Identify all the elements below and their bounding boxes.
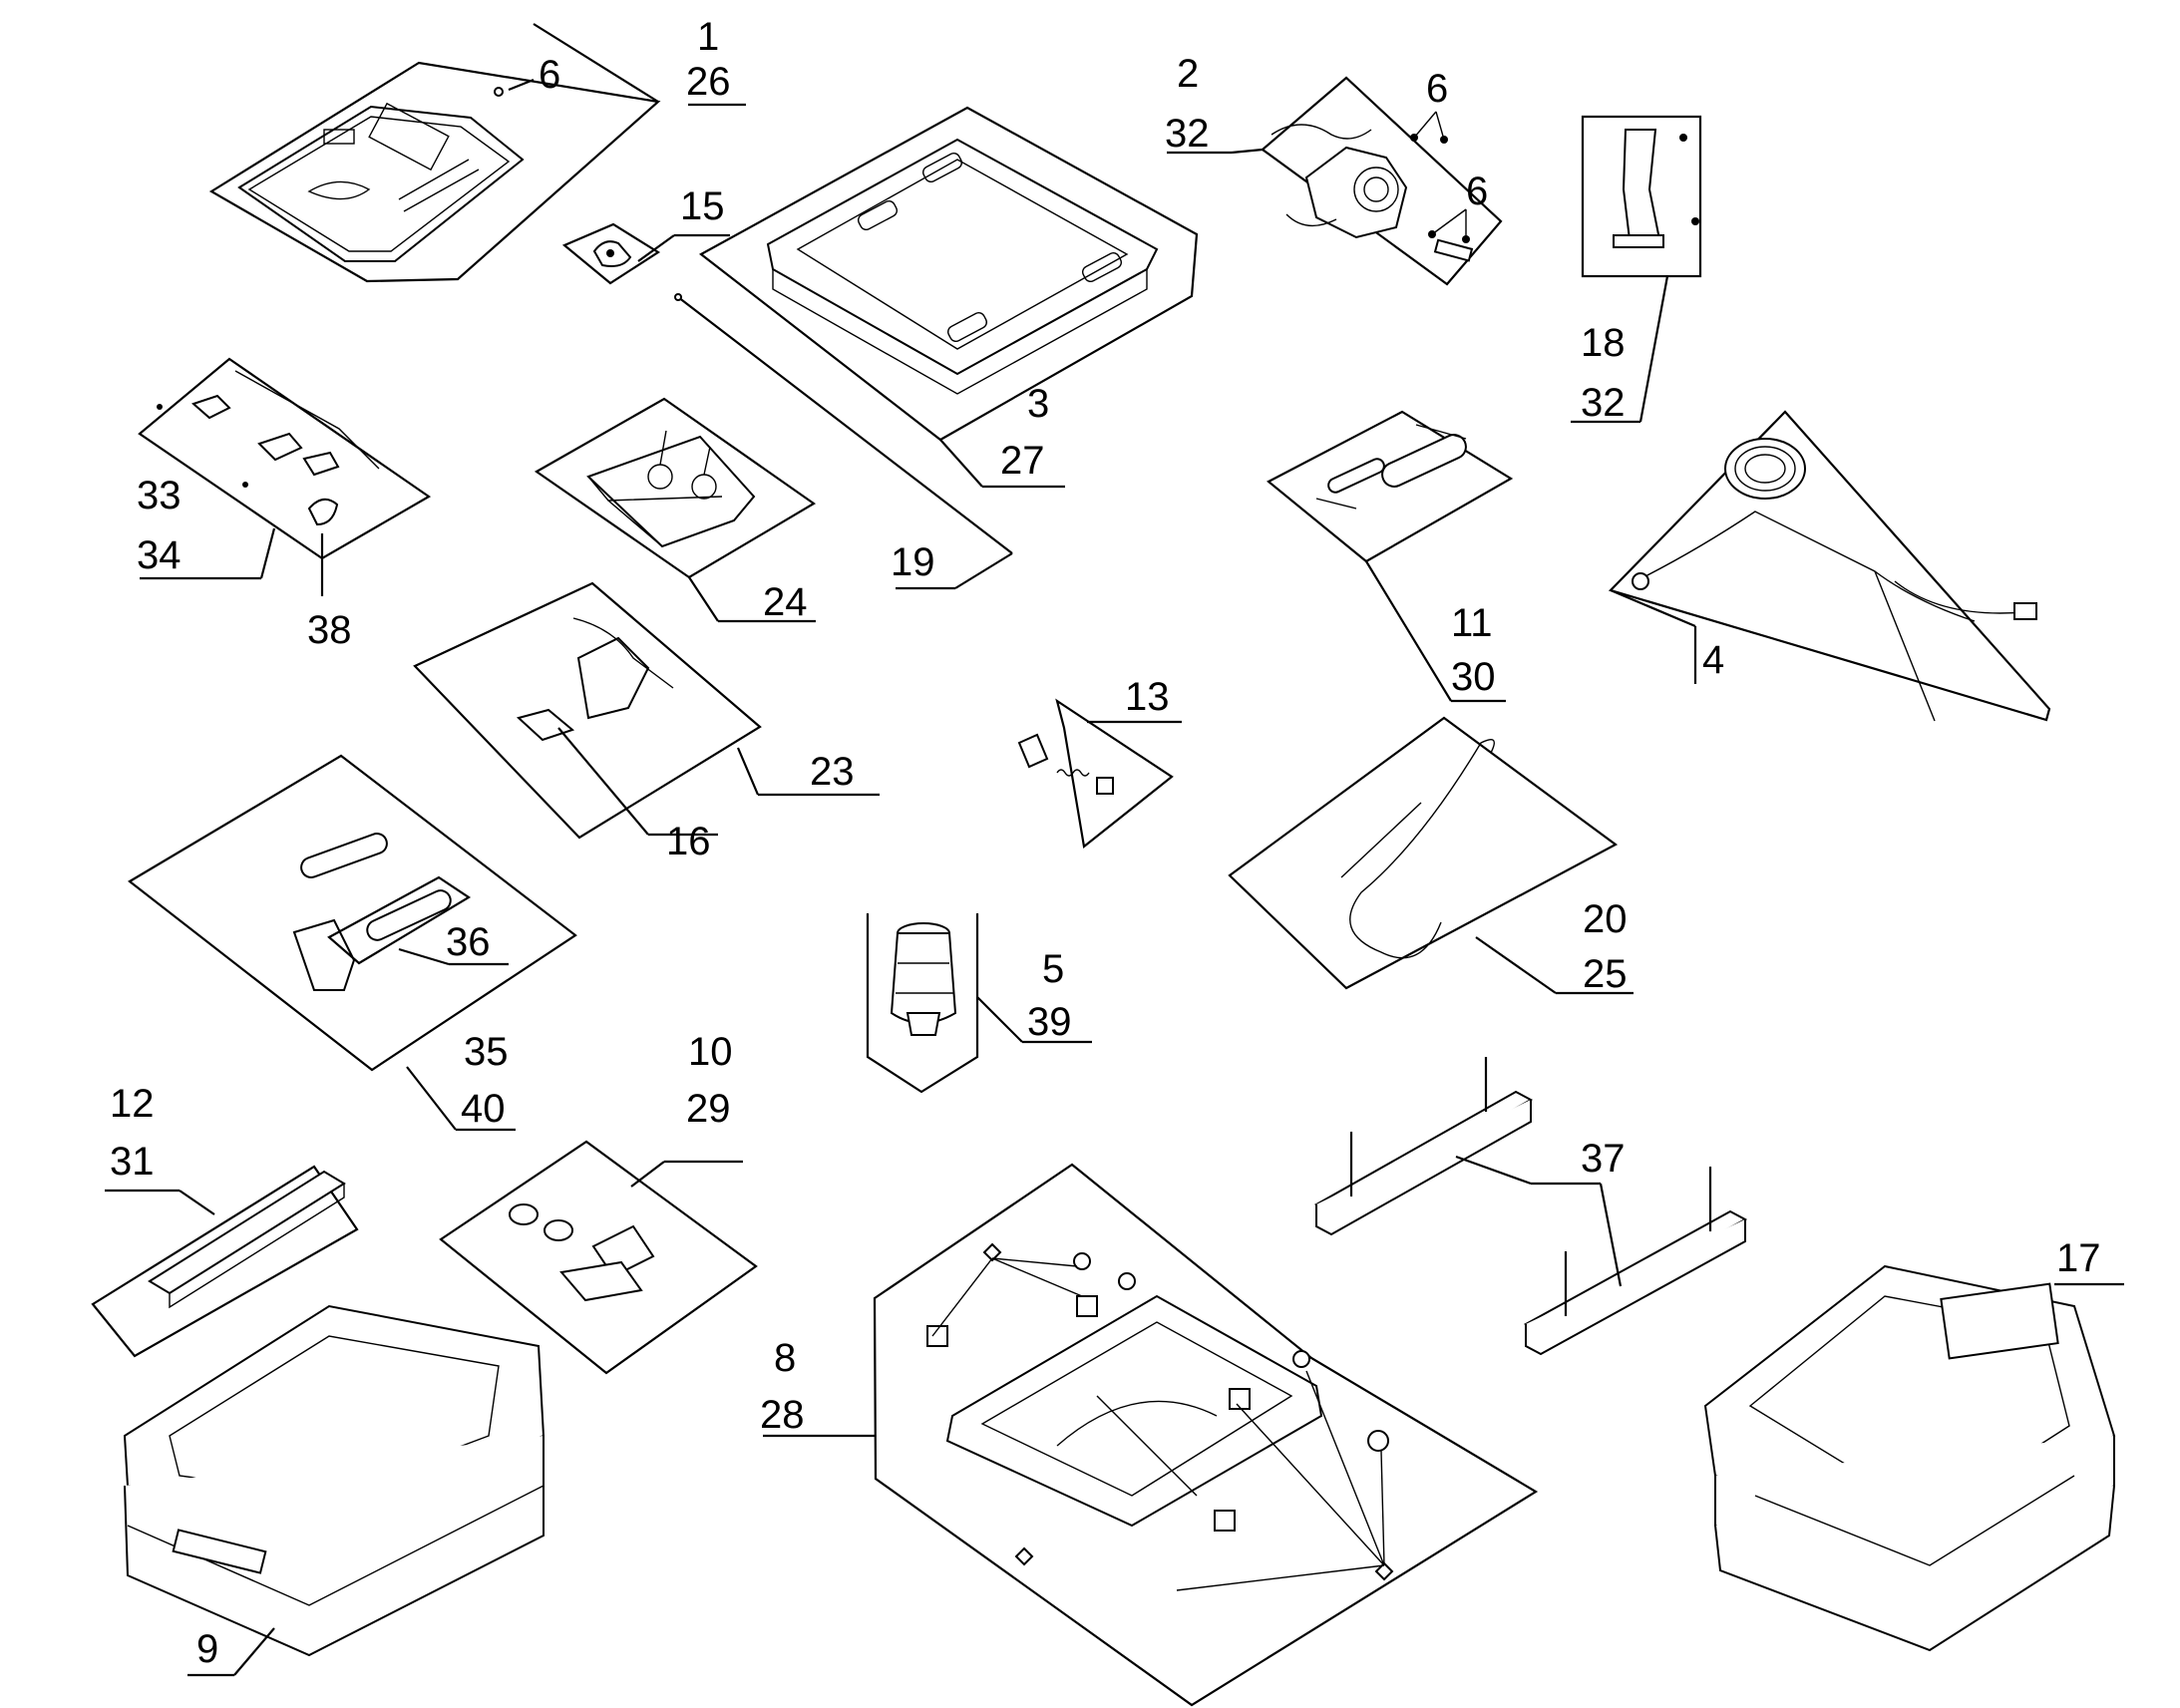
label-11: 11 [1451, 601, 1493, 645]
label-31: 31 [110, 1140, 155, 1184]
label-2: 2 [1177, 52, 1199, 96]
part-group-23-latch [413, 581, 880, 840]
label-28: 28 [760, 1393, 805, 1437]
part-group-9-housing [123, 1304, 545, 1677]
label-39: 39 [1027, 1000, 1072, 1044]
label-10: 10 [688, 1030, 733, 1074]
label-13: 13 [1125, 675, 1170, 719]
part-group-17-assembly [1703, 1264, 2124, 1652]
label-6a: 6 [539, 53, 560, 97]
part-group-8-plate [763, 1163, 1539, 1707]
callout-labels: 1 26 6 2 32 6 6 18 32 15 3 27 19 33 34 3… [110, 15, 2101, 1671]
label-5: 5 [1042, 947, 1064, 991]
part-group-19-rod [674, 293, 1013, 590]
label-6c: 6 [1466, 170, 1488, 213]
label-30: 30 [1451, 655, 1496, 699]
label-37: 37 [1581, 1137, 1626, 1181]
label-9: 9 [196, 1627, 218, 1671]
label-34: 34 [137, 533, 182, 577]
label-23: 23 [810, 750, 855, 794]
part-group-37-rails [1313, 1057, 1748, 1356]
part-group-33-levers [138, 357, 432, 596]
part-group-2-motor [1167, 76, 1503, 286]
part-group-12-rail [91, 1165, 359, 1358]
label-1: 1 [697, 15, 719, 59]
part-group-24-cushion [534, 397, 817, 623]
label-4: 4 [1702, 638, 1724, 682]
part-group-10-motor [439, 1140, 758, 1375]
part-group-20-cable [1228, 716, 1634, 995]
label-35: 35 [464, 1030, 509, 1074]
part-group-11-spring [1267, 410, 1514, 703]
label-12: 12 [110, 1082, 155, 1126]
label-3: 3 [1027, 382, 1049, 426]
part-group-18-bracket [1571, 115, 1702, 424]
label-33: 33 [137, 474, 182, 517]
label-38: 38 [307, 608, 352, 652]
part-group-13-spring [1017, 698, 1182, 850]
label-36: 36 [446, 920, 491, 964]
label-25: 25 [1583, 952, 1628, 996]
label-27: 27 [1000, 439, 1045, 483]
label-17: 17 [2056, 1236, 2101, 1280]
label-40: 40 [461, 1087, 506, 1131]
part-group-4-harness [1608, 410, 2051, 722]
label-15: 15 [680, 184, 725, 228]
label-8: 8 [774, 1336, 796, 1380]
label-20: 20 [1583, 897, 1628, 941]
label-19: 19 [891, 540, 935, 584]
label-29: 29 [686, 1087, 731, 1131]
label-6b: 6 [1426, 67, 1448, 111]
part-group-5-air-spring [866, 913, 1092, 1094]
label-26: 26 [686, 60, 731, 104]
label-18: 18 [1581, 321, 1626, 365]
part-group-35-dampers [128, 754, 577, 1132]
part-group-3-frame [699, 106, 1199, 489]
label-16: 16 [666, 820, 711, 863]
label-24: 24 [763, 580, 808, 624]
label-32b: 32 [1581, 381, 1626, 425]
part-group-15 [561, 222, 730, 285]
part-group-1-cover-plate [208, 23, 746, 283]
label-32a: 32 [1165, 112, 1210, 156]
